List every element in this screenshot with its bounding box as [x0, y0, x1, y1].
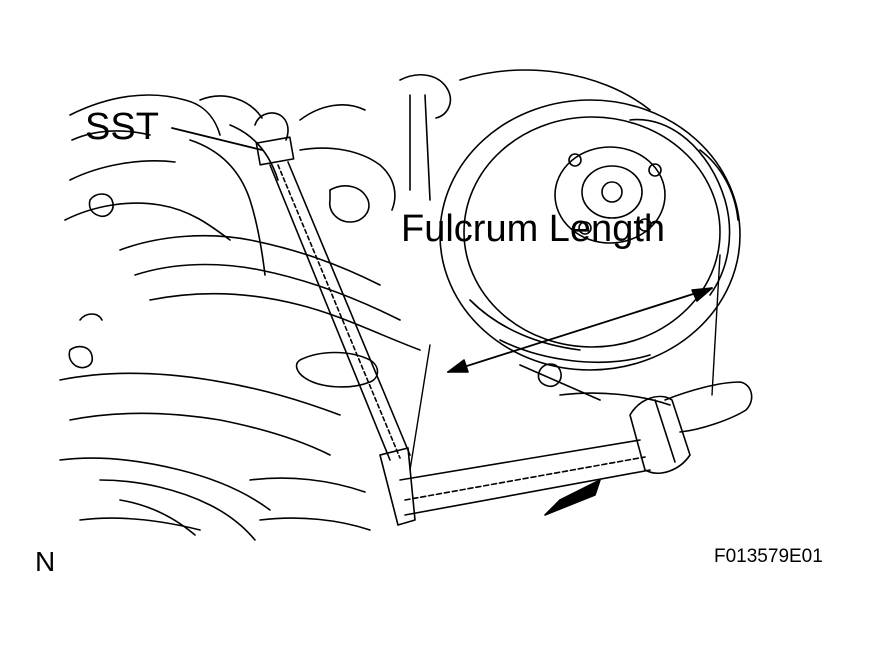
- figure-code-label: F013579E01: [714, 546, 823, 567]
- fulcrum-dimension-line: [447, 287, 713, 373]
- corner-mark-label: N: [35, 546, 56, 577]
- sst-tool: [254, 112, 416, 526]
- suspension-background: [59, 69, 651, 541]
- brake-rotor-assembly: [439, 99, 741, 406]
- fulcrum-length-label: Fulcrum Length: [401, 208, 666, 250]
- sst-label: SST: [85, 106, 159, 148]
- dimension-arrowhead-left: [447, 359, 469, 373]
- dimension-arrowhead-right: [691, 287, 713, 302]
- callout-lines: [171, 127, 721, 471]
- torque-wrench: [399, 381, 753, 516]
